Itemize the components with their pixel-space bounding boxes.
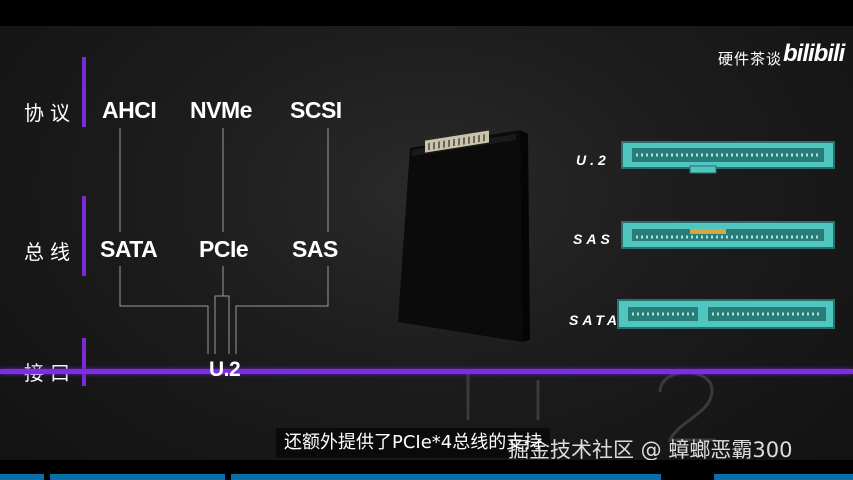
line-pcie-u2b <box>222 266 230 354</box>
category-bar-protocol <box>82 57 86 127</box>
faint-u2-decoration <box>466 371 716 442</box>
top-letterbox <box>0 0 853 26</box>
connector-sata-image <box>617 299 835 329</box>
timeline-bar <box>0 369 853 374</box>
category-bar-bus <box>82 196 86 276</box>
bus-sata: SATA <box>100 236 158 262</box>
line-sata-u2 <box>119 266 209 354</box>
progress-strip-4 <box>714 474 853 480</box>
line-pcie-u2a <box>214 266 224 354</box>
category-label-protocol: 协议 <box>24 101 76 125</box>
interface-u2: U.2 <box>209 358 241 381</box>
ssd-drive-image <box>398 130 530 342</box>
progress-strip <box>0 474 44 480</box>
brand-name: 硬件茶谈 <box>718 50 783 68</box>
connector-label-sas: SAS <box>573 231 614 247</box>
connector-sas-image <box>621 221 835 249</box>
category-label-bus: 总线 <box>24 240 76 264</box>
protocol-scsi: SCSI <box>290 97 342 123</box>
video-subtitle: 还额外提供了PCIe*4总线的支持 <box>276 428 551 458</box>
connector-u2-image <box>621 141 835 174</box>
connector-label-u2: U.2 <box>576 152 610 168</box>
protocol-nvme: NVMe <box>190 97 252 123</box>
progress-strip-3 <box>231 474 661 480</box>
bus-sas: SAS <box>292 236 338 262</box>
category-bar-interface <box>82 338 86 386</box>
bilibili-logo: bilibili <box>783 40 845 67</box>
connector-label-sata: SATA <box>569 312 622 328</box>
line-sas-u2 <box>235 266 329 354</box>
protocol-ahci: AHCI <box>102 97 157 123</box>
juejin-watermark: 掘金技术社区 @ 蟑螂恶霸300 <box>508 438 793 462</box>
progress-strip-2 <box>50 474 225 480</box>
bus-pcie: PCIe <box>199 236 249 262</box>
